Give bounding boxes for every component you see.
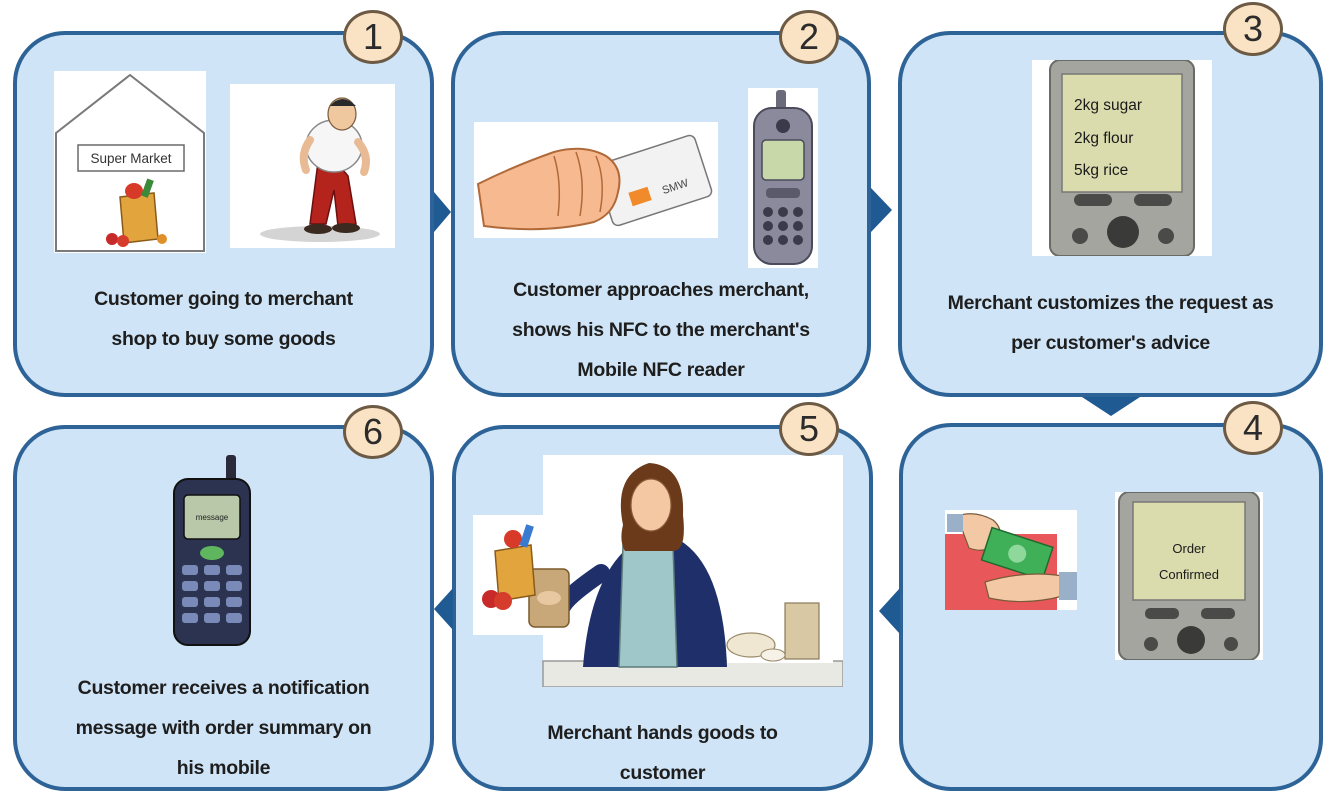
walking-customer-illustration	[230, 84, 395, 248]
hand-holding-nfc-card-illustration: SMW	[474, 122, 718, 238]
caption-line: shop to buy some goods	[111, 328, 336, 350]
step-2-number: 2	[798, 16, 820, 57]
caption-line: message with order summary on	[75, 717, 372, 739]
merchant-order-phone-screen: 2kg sugar 2kg flour 5kg rice	[1032, 60, 1212, 256]
supermarket-illustration: Super Market	[54, 71, 206, 253]
caption-line: Customer going to merchant	[94, 288, 353, 310]
caption-line: per customer's advice	[1011, 332, 1210, 354]
step-3-number: 3	[1242, 8, 1264, 49]
step-6-number: 6	[362, 411, 384, 452]
step-5-number-badge: 5	[779, 402, 839, 456]
caption-line: customer	[619, 762, 706, 784]
arrow-step-4-to-5	[879, 588, 900, 634]
step-4-number: 4	[1242, 407, 1264, 448]
order-confirmed-phone-screen: Order Confirmed	[1115, 492, 1263, 660]
arrow-step-2-to-3	[871, 188, 892, 232]
caption-line: shows his NFC to the merchant's	[512, 319, 810, 341]
caption-line: Merchant hands goods to	[547, 722, 778, 744]
arrow-step-5-to-6	[434, 588, 453, 630]
step-4-number-badge: 4	[1223, 401, 1283, 455]
caption-line: Customer receives a notification	[77, 677, 370, 699]
caption-line: Merchant customizes the request as	[947, 292, 1274, 314]
order-line-1: 2kg sugar	[1074, 97, 1142, 114]
step-1-number-badge: 1	[343, 10, 403, 64]
confirmation-line-1: Order	[1172, 541, 1206, 556]
caption-line: Customer approaches merchant,	[513, 279, 809, 301]
customer-phone-notification-illustration: message	[170, 455, 254, 647]
caption-line: Mobile NFC reader	[577, 359, 745, 381]
step-1-caption: Customer going to merchant shop to buy s…	[13, 279, 434, 359]
step-3-number-badge: 3	[1223, 2, 1283, 56]
nfc-reader-phone-illustration	[748, 88, 818, 268]
step-2-caption: Customer approaches merchant, shows his …	[451, 270, 871, 390]
step-5-number: 5	[798, 408, 820, 449]
step-2-number-badge: 2	[779, 10, 839, 64]
step-1-number: 1	[362, 16, 384, 57]
confirmation-line-2: Confirmed	[1159, 567, 1219, 582]
supermarket-sign-text: Super Market	[90, 151, 171, 166]
order-line-2: 2kg flour	[1074, 130, 1133, 147]
step-5-caption: Merchant hands goods to customer	[452, 713, 873, 793]
step-6-number-badge: 6	[343, 405, 403, 459]
step-6-caption: Customer receives a notification message…	[13, 668, 434, 788]
arrow-step-1-to-2	[434, 192, 451, 232]
order-line-3: 5kg rice	[1074, 162, 1128, 179]
caption-line: his mobile	[176, 757, 271, 779]
notification-screen-text: message	[196, 513, 229, 522]
cash-handover-illustration	[945, 510, 1077, 610]
merchant-handing-goods-illustration	[473, 455, 843, 687]
arrow-step-3-to-4	[1082, 397, 1140, 416]
step-3-caption: Merchant customizes the request as per c…	[898, 283, 1323, 363]
